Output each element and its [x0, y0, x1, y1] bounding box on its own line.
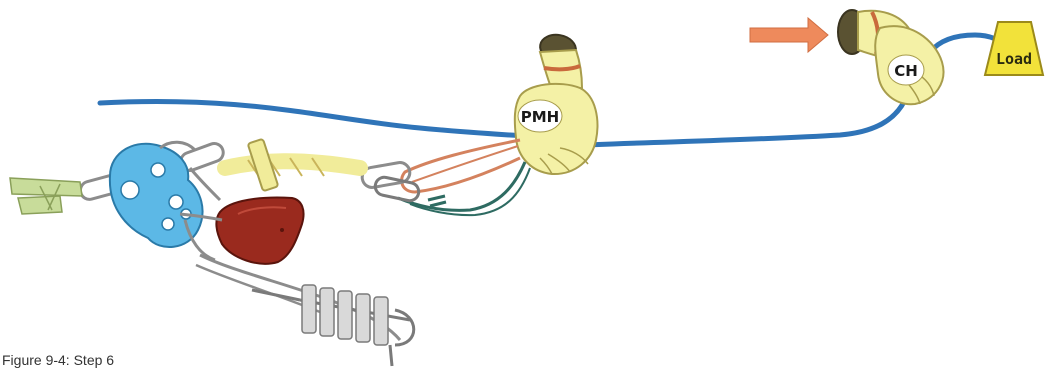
- ch-label: CH: [894, 62, 918, 80]
- load-weight-icon: Load: [985, 22, 1043, 75]
- main-rope-right: [560, 100, 905, 146]
- sling-webbing: [225, 139, 360, 191]
- main-rope-left: [100, 101, 525, 136]
- load-label: Load: [996, 50, 1032, 68]
- pmh-hand-icon: PMH: [515, 32, 598, 174]
- prusik-loops: [398, 140, 530, 215]
- directional-arrow-icon: [750, 18, 828, 52]
- pulling-hand-icon: CH: [838, 10, 943, 104]
- brake-rack-icon: [196, 255, 414, 366]
- figure-caption: Figure 9-4: Step 6: [2, 352, 114, 368]
- anchor-webbing: [10, 178, 82, 214]
- pmh-label: PMH: [521, 108, 559, 126]
- brake-block-icon: [216, 198, 303, 264]
